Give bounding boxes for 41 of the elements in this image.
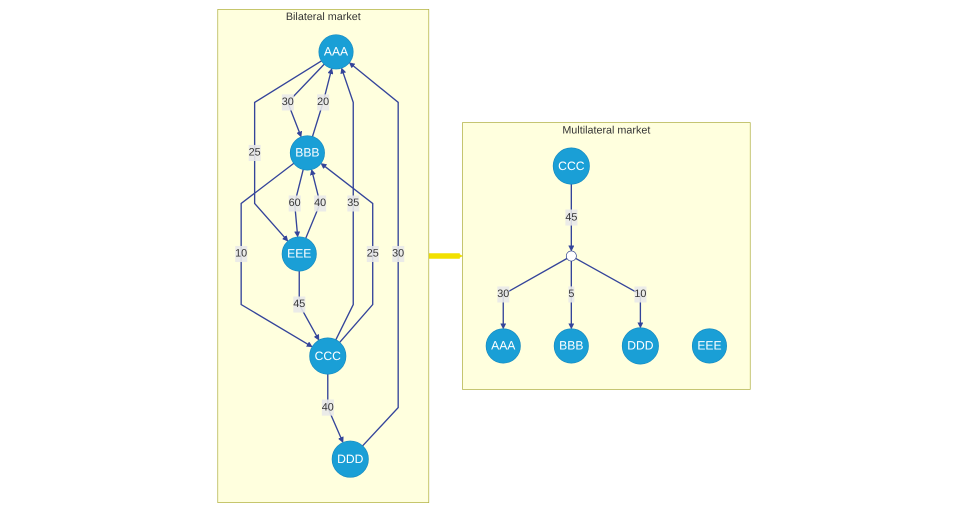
edge-label: 40 bbox=[322, 402, 334, 414]
arrow bbox=[320, 163, 374, 343]
node-circle: AAA bbox=[486, 328, 521, 364]
arrow bbox=[335, 68, 354, 340]
arrow bbox=[327, 374, 344, 443]
arrow bbox=[568, 261, 574, 330]
arrow bbox=[428, 253, 463, 259]
edge-label: 10 bbox=[634, 288, 646, 300]
arrow bbox=[500, 258, 568, 330]
edge-label: 20 bbox=[317, 96, 330, 108]
node-circle: AAA bbox=[318, 34, 354, 70]
node-circle: CCC bbox=[309, 338, 346, 375]
arrow bbox=[575, 258, 644, 328]
edge-label: 40 bbox=[314, 197, 326, 209]
node-circle: CCC bbox=[552, 148, 590, 185]
edge-label: 30 bbox=[282, 96, 294, 108]
arrow bbox=[298, 271, 320, 340]
arrow bbox=[568, 184, 574, 252]
edge-label: 60 bbox=[288, 197, 301, 209]
edge-label: 35 bbox=[347, 197, 360, 209]
edge-label: 30 bbox=[392, 248, 404, 260]
arrow bbox=[305, 169, 321, 238]
node-circle bbox=[566, 250, 577, 262]
node-circle: DDD bbox=[332, 440, 369, 478]
edge-label: 5 bbox=[568, 288, 574, 300]
node-circle: DDD bbox=[622, 327, 659, 364]
edge-label: 45 bbox=[565, 212, 578, 223]
edge-label: 25 bbox=[366, 248, 379, 260]
node-circle: EEE bbox=[282, 236, 317, 272]
node-circle: BBB bbox=[554, 328, 589, 364]
arrow bbox=[240, 162, 312, 348]
arrow bbox=[294, 169, 304, 238]
edge-label: 30 bbox=[497, 288, 510, 300]
arrow bbox=[349, 62, 399, 446]
node-circle: EEE bbox=[692, 328, 727, 364]
arrow bbox=[254, 60, 322, 242]
node-circle: BBB bbox=[290, 135, 325, 170]
edge-label: 25 bbox=[248, 146, 261, 158]
edge-label: 45 bbox=[293, 298, 306, 310]
arrow bbox=[312, 68, 334, 137]
edge-label: 10 bbox=[235, 248, 248, 260]
